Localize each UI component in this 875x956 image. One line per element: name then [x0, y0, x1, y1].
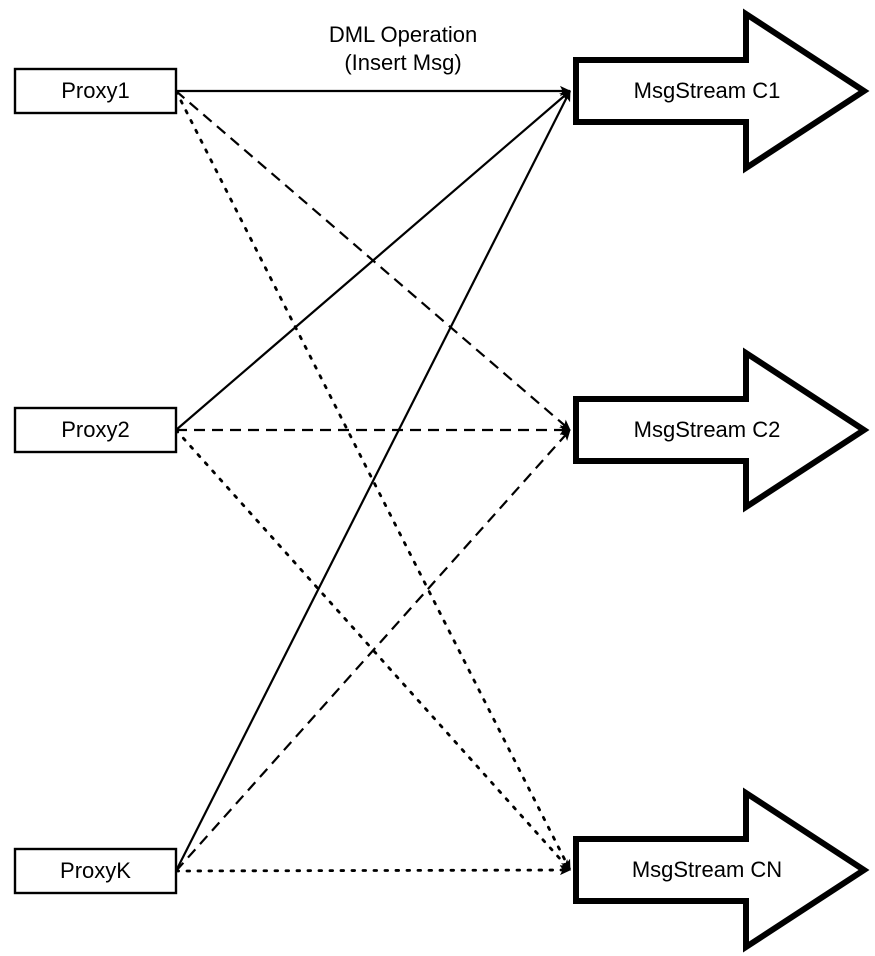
block-arrow-shape-cn [573, 787, 870, 953]
link-proxy2-stream-cn [174, 428, 572, 872]
proxy-node-1[interactable]: Proxy1 [13, 67, 178, 115]
proxy-label-1: Proxy1 [61, 78, 129, 103]
stream-group: MsgStream C1 MsgStream C2 MsgStream CN [573, 8, 870, 953]
edge-caption-line-1: DML Operation [329, 22, 477, 47]
edge-caption: DML Operation (Insert Msg) [329, 22, 477, 75]
link-proxyk-stream-cn [174, 864, 572, 876]
stream-node-c1[interactable]: MsgStream C1 [573, 8, 870, 174]
proxy-label-k: ProxyK [60, 858, 131, 883]
block-arrow-shape-c2 [573, 347, 870, 513]
proxy-node-2[interactable]: Proxy2 [13, 406, 178, 454]
stream-node-cn[interactable]: MsgStream CN [573, 787, 870, 953]
link-group [174, 85, 572, 876]
link-proxy2-stream-c1 [175, 90, 571, 431]
proxy-node-k[interactable]: ProxyK [13, 847, 178, 895]
proxy-label-2: Proxy2 [61, 417, 129, 442]
stream-label-c2: MsgStream C2 [634, 417, 781, 442]
block-arrow-shape-c1 [573, 8, 870, 174]
stream-label-c1: MsgStream C1 [634, 78, 781, 103]
link-proxyk-stream-c1 [175, 90, 571, 872]
link-proxyk-stream-c2 [175, 429, 571, 872]
stream-node-c2[interactable]: MsgStream C2 [573, 347, 870, 513]
stream-label-cn: MsgStream CN [632, 857, 782, 882]
proxy-box-shape-1 [13, 67, 178, 115]
proxy-group: Proxy1 Proxy2 ProxyK [13, 67, 178, 895]
edge-caption-line-2: (Insert Msg) [344, 50, 461, 75]
proxy-box-shape-k [13, 847, 178, 895]
link-proxy1-stream-cn [174, 89, 572, 872]
proxy-box-shape-2 [13, 406, 178, 454]
